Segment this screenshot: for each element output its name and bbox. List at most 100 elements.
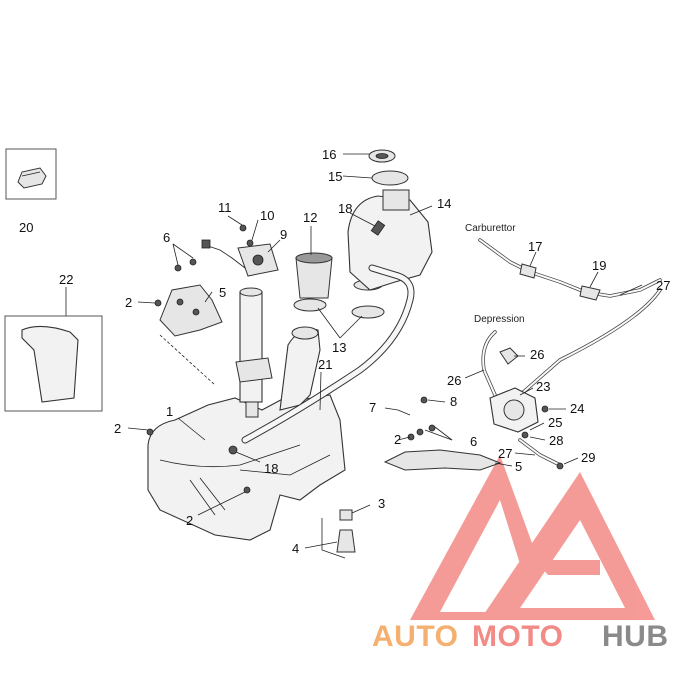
screw-6c	[416, 428, 424, 436]
drain-plug-4	[336, 529, 356, 553]
sensor-wire	[204, 244, 246, 269]
clip-7	[397, 409, 411, 416]
callout-11: 11	[218, 200, 232, 215]
inset-part-20	[5, 148, 57, 200]
screw-6a	[174, 264, 182, 272]
callout-24: 24	[570, 401, 584, 416]
callout-23: 23	[536, 379, 550, 394]
bracket-hole-1	[176, 298, 184, 306]
filler-cap-assembly	[347, 149, 433, 291]
fitting-18b	[228, 445, 238, 455]
filler-neck-14	[382, 189, 410, 211]
washer-3	[339, 509, 353, 521]
callout-7: 7	[369, 400, 376, 415]
clip-detail	[21, 171, 41, 177]
watermark-word-1: AUTO	[372, 620, 458, 653]
hose-27-upper-inner	[519, 289, 661, 396]
screw-2c	[154, 299, 162, 307]
screw-6d	[428, 424, 436, 432]
vacuum-pump-assembly	[481, 330, 564, 470]
filter-sleeve-12	[295, 257, 333, 299]
filter-sleeve-top	[295, 252, 333, 264]
bracket-hole-2	[192, 308, 200, 316]
bracket-left	[154, 258, 223, 386]
callout-26-a: 26	[530, 347, 544, 362]
pump-diaphragm	[503, 399, 525, 421]
cap-16-center	[375, 153, 389, 159]
drain-bracket	[321, 518, 346, 559]
screw-8	[420, 396, 428, 404]
hose-21-inner	[242, 265, 414, 443]
callout-27-a: 27	[656, 278, 670, 293]
flange-hole	[252, 254, 264, 266]
gasket-15	[371, 170, 409, 186]
watermark-word-2: MOTO	[472, 620, 563, 653]
bracket-leader-dash	[159, 334, 216, 386]
label-depression: Depression	[474, 314, 525, 325]
callout-2-d: 2	[394, 432, 401, 447]
pump-tube-top	[239, 287, 263, 297]
pump-tube-base	[245, 401, 259, 418]
screw-2b	[243, 486, 251, 494]
hose-26	[481, 330, 497, 397]
screw-6b	[189, 258, 197, 266]
callout-25: 25	[548, 415, 562, 430]
tank-ridge-2	[189, 477, 226, 516]
watermark-word-3: HUB	[602, 620, 669, 653]
callout-4: 4	[292, 541, 299, 556]
callout-12: 12	[303, 210, 317, 225]
callout-21: 21	[318, 357, 332, 372]
filler-neck-mouth	[291, 326, 319, 340]
filter-19	[579, 285, 601, 301]
watermark-text: AUTO MOTO HUB	[372, 620, 669, 653]
callout-27-b: 27	[498, 446, 512, 461]
clamp-25	[521, 431, 529, 439]
clamp-13a	[293, 298, 327, 312]
callout-13: 13	[332, 340, 346, 355]
callout-26-b: 26	[447, 373, 461, 388]
screw-10	[246, 239, 254, 247]
bracket-right	[383, 396, 502, 471]
callout-14: 14	[437, 196, 451, 211]
callout-2-a: 2	[114, 421, 121, 436]
label-carburettor: Carburettor	[465, 223, 516, 234]
callout-6-b: 6	[470, 434, 477, 449]
carb-hose	[478, 238, 662, 298]
callout-22: 22	[59, 272, 73, 287]
callout-1: 1	[166, 404, 173, 419]
callout-18-b: 18	[264, 461, 278, 476]
callout-2-c: 2	[125, 295, 132, 310]
callout-10: 10	[260, 208, 274, 223]
hose-21	[241, 264, 415, 444]
callout-5-a: 5	[219, 285, 226, 300]
fuel-tank	[146, 224, 356, 559]
bracket-plate-left	[159, 284, 223, 337]
tank-ridge-3	[239, 454, 331, 476]
callout-19: 19	[592, 258, 606, 273]
callout-17: 17	[528, 239, 542, 254]
bracket-plate-right	[383, 449, 502, 471]
sensor-connector	[201, 239, 211, 249]
flange-plate-bottom	[235, 357, 273, 383]
inset-part-22	[4, 287, 103, 412]
tank-ridge-1	[159, 444, 301, 468]
clamp-29	[556, 462, 564, 470]
callout-8: 8	[450, 394, 457, 409]
callout-6-a: 6	[163, 230, 170, 245]
watermark-g-bar	[535, 560, 600, 575]
callout-9: 9	[280, 227, 287, 242]
callout-2-b: 2	[186, 513, 193, 528]
callout-18-a: 18	[338, 201, 352, 216]
fuel-pump-tube	[239, 291, 263, 403]
hose-27-lower-inner	[519, 439, 561, 466]
callout-28: 28	[549, 433, 563, 448]
heat-shield-part	[21, 325, 79, 403]
clamp-13b	[351, 305, 385, 319]
callout-29: 29	[581, 450, 595, 465]
screw-2a	[146, 428, 154, 436]
screw-24	[541, 405, 549, 413]
hose-26-inner	[482, 331, 496, 396]
carburettor-line	[478, 238, 662, 397]
clamp-17	[519, 263, 537, 279]
